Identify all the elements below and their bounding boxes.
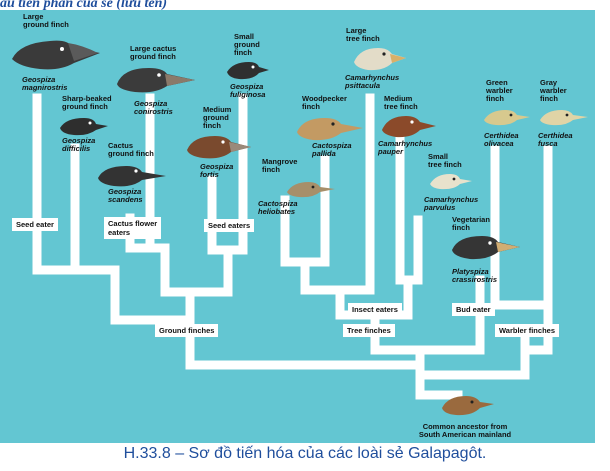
group-ground-finches: Ground finches	[155, 324, 219, 337]
small-ground-finch-bird-icon	[227, 62, 269, 80]
gray-warbler-finch-name: Gray warbler finch	[540, 78, 567, 103]
gray-warbler-finch-bird-icon	[540, 110, 588, 126]
woodpecker-finch-name: Woodpecker finch	[302, 94, 347, 111]
branch-root-left	[185, 345, 425, 370]
diet-seed-eater: Seed eater	[12, 218, 58, 231]
medium-tree-finch-name: Medium tree finch	[384, 94, 418, 111]
sharp-beaked-finch-sci: Geospiza difficilis	[62, 136, 96, 153]
medium-tree-finch-sci: Camarhynchus pauper	[378, 139, 433, 156]
small-tree-finch-bird-icon	[430, 174, 472, 190]
diet-cactus-flower-eaters: Cactus flower eaters	[104, 217, 162, 239]
sharp-beaked-finch-name: Sharp-beaked ground finch	[62, 94, 112, 111]
green-warbler-finch-sci: Certhidea olivacea	[484, 131, 519, 148]
diet-insect-eaters: Insect eaters	[348, 303, 402, 316]
medium-ground-finch-name: Medium ground finch	[203, 105, 232, 130]
figure-caption: H.33.8 – Sơ đồ tiến hóa của các loài sẻ …	[123, 445, 487, 462]
small-tree-finch-name: Small tree finch	[428, 152, 462, 169]
mangrove-finch-name: Mangrove finch	[262, 157, 298, 174]
large-ground-finch-sci: Geospiza magnirostris	[22, 75, 68, 92]
branch-tree-left	[300, 257, 375, 295]
branch-mangrove	[280, 195, 330, 267]
branch-ground-join	[110, 265, 195, 325]
mangrove-finch-bird-icon	[287, 182, 335, 198]
woodpecker-finch-bird-icon	[297, 118, 363, 141]
green-warbler-finch-name: Green warbler finch	[486, 78, 513, 103]
woodpecker-finch-sci: Cactospiza pallida	[312, 141, 352, 158]
vegetarian-finch-name: Vegetarian finch	[452, 215, 490, 232]
diet-seed-eaters: Seed eaters	[204, 219, 255, 232]
group-warbler-finches: Warbler finches	[495, 324, 559, 337]
common-ancestor-bird-icon	[442, 396, 494, 416]
diet-bud-eater: Bud eater	[452, 303, 495, 316]
top-cut-text: ấu tiến phân của sẻ (lưu tên)	[0, 0, 168, 10]
mangrove-finch-sci: Cactospiza heliobates	[258, 199, 298, 216]
group-tree-finches: Tree finches	[343, 324, 395, 337]
vegetarian-finch-sci: Platyspiza crassirostris	[452, 267, 498, 284]
cactus-ground-finch-name: Cactus ground finch	[108, 141, 154, 158]
large-tree-finch-name: Large tree finch	[346, 26, 380, 43]
branch-large-ground-finch	[32, 93, 60, 275]
large-tree-finch-sci: Camarhynchus psittacula	[345, 73, 400, 90]
large-cactus-finch-sci: Geospiza conirostris	[134, 99, 173, 116]
large-tree-finch-bird-icon	[354, 48, 406, 71]
green-warbler-finch-bird-icon	[484, 110, 530, 126]
cactus-ground-finch-sci: Geospiza scandens	[108, 187, 143, 204]
medium-ground-finch-bird-icon	[187, 136, 251, 159]
medium-ground-finch-sci: Geospiza fortis	[200, 162, 234, 179]
gray-warbler-finch-sci: Certhidea fusca	[538, 131, 573, 148]
small-ground-finch-name: Small ground finch	[234, 32, 260, 57]
large-cactus-finch-bird-icon	[117, 68, 195, 93]
large-ground-finch-bird-icon	[12, 40, 100, 70]
cactus-ground-finch-bird-icon	[98, 166, 166, 187]
large-ground-finch-name: Large ground finch	[23, 12, 69, 29]
small-tree-finch-sci: Camarhynchus parvulus	[424, 195, 479, 212]
small-ground-finch-sci: Geospiza fuliginosa	[230, 82, 266, 99]
medium-tree-finch-bird-icon	[382, 116, 436, 138]
large-cactus-finch-name: Large cactus ground finch	[130, 44, 177, 61]
sharp-beaked-finch-bird-icon	[60, 118, 108, 136]
vegetarian-finch-bird-icon	[452, 236, 520, 260]
common-ancestor-label: Common ancestor from South American main…	[418, 422, 512, 439]
